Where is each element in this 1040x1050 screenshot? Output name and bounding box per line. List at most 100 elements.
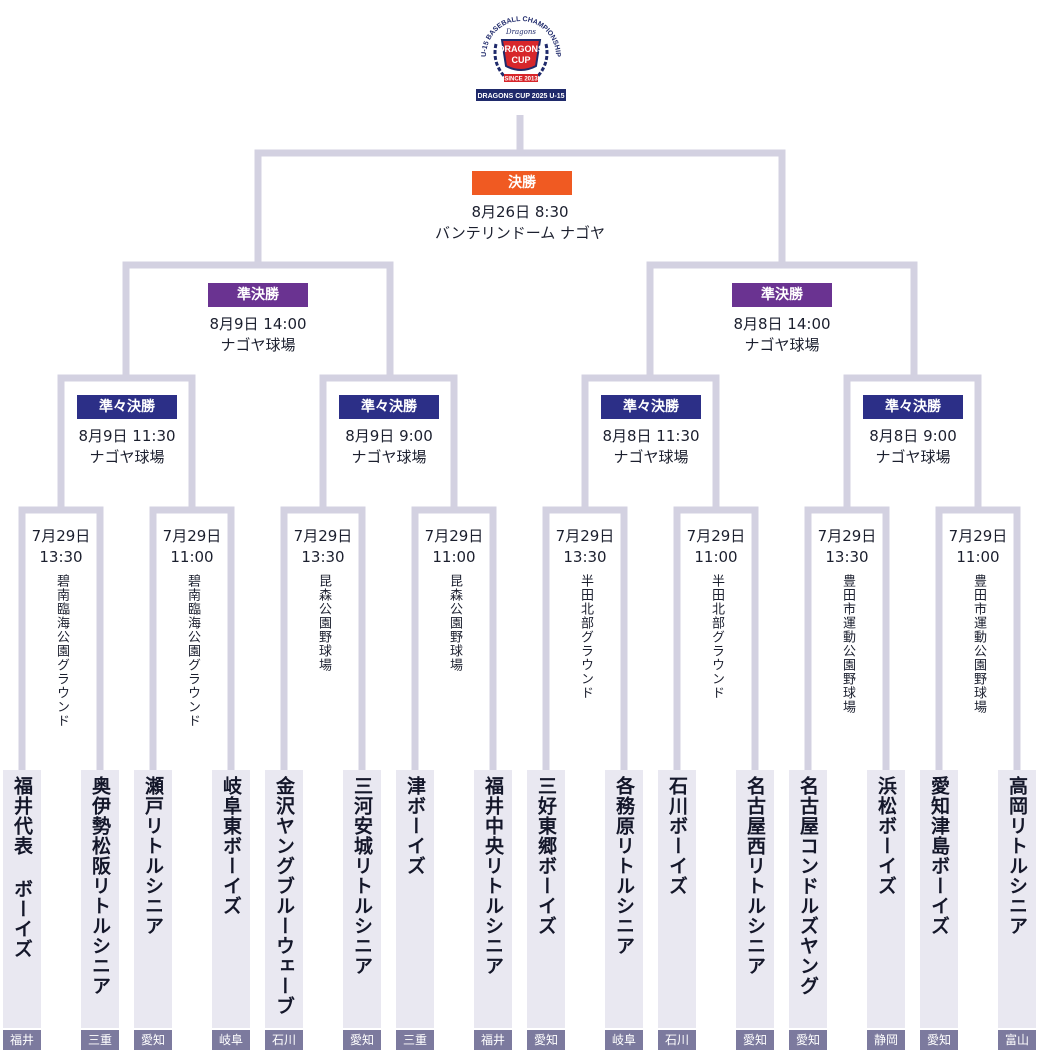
prefecture-tag: 岐阜 — [605, 1030, 643, 1050]
r1-7-datetime: 7月29日 13:30 — [815, 526, 879, 568]
qf-3-label: 準々決勝 — [601, 395, 701, 419]
qf-3-info: 8月8日 11:30 ナゴヤ球場 — [581, 426, 721, 468]
first-round-connectors — [18, 506, 1021, 770]
semi-1-info: 8月9日 14:00 ナゴヤ球場 — [168, 314, 348, 356]
team-name: 名古屋コンドルズヤング — [797, 776, 819, 996]
r1-4-datetime: 7月29日 11:00 — [422, 526, 486, 568]
r1-6-datetime: 7月29日 11:00 — [684, 526, 748, 568]
r1-3-venue: 昆森公園野球場 — [316, 574, 331, 672]
qf-1-date: 8月9日 11:30 — [78, 427, 176, 445]
prefecture-tag: 三重 — [81, 1030, 119, 1050]
qf-4-venue: ナゴヤ球場 — [875, 448, 951, 466]
qf-1-venue: ナゴヤ球場 — [89, 448, 165, 466]
qf-4-connector — [843, 374, 982, 510]
r1-2-datetime: 7月29日 11:00 — [160, 526, 224, 568]
team-name: 名古屋西リトルシニア — [744, 776, 766, 976]
team-column: 岐阜東ボーイズ — [212, 770, 250, 1028]
qf-1-label: 準々決勝 — [77, 395, 177, 419]
r1-6-time: 11:00 — [694, 548, 738, 566]
r1-4-venue: 昆森公園野球場 — [447, 574, 462, 672]
qf-2-connector — [319, 374, 458, 510]
team-column: 福井中央リトルシニア — [474, 770, 512, 1028]
qf-2-venue: ナゴヤ球場 — [351, 448, 427, 466]
qf-1-info: 8月9日 11:30 ナゴヤ球場 — [57, 426, 197, 468]
r1-6-venue: 半田北部グラウンド — [709, 574, 724, 700]
r1-8-datetime: 7月29日 11:00 — [946, 526, 1010, 568]
team-column: 福井代表 ボーイズ — [3, 770, 41, 1028]
qf-1-connector — [57, 374, 196, 510]
dragons-cup-logo: U-15 BASEBALL CHAMPIONSHIP Dragons DRAGO… — [476, 16, 566, 101]
qf-2-date: 8月9日 9:00 — [345, 427, 433, 445]
r1-6-date: 7月29日 — [686, 527, 746, 545]
prefecture-tag: 富山 — [998, 1030, 1036, 1050]
logo-main-2: CUP — [511, 55, 530, 65]
r1-2-time: 11:00 — [170, 548, 214, 566]
prefecture-tag: 愛知 — [343, 1030, 381, 1050]
prefecture-tag: 岐阜 — [212, 1030, 250, 1050]
final-connector — [254, 115, 786, 265]
qf-2-info: 8月9日 9:00 ナゴヤ球場 — [319, 426, 459, 468]
team-name: 瀬戸リトルシニア — [142, 776, 164, 936]
logo-brand: Dragons — [505, 28, 536, 36]
prefecture-tag: 愛知 — [789, 1030, 827, 1050]
r1-1-date: 7月29日 — [31, 527, 91, 545]
r1-7-time: 13:30 — [825, 548, 869, 566]
prefecture-tag: 三重 — [396, 1030, 434, 1050]
r1-5-datetime: 7月29日 13:30 — [553, 526, 617, 568]
team-column: 三好東郷ボーイズ — [527, 770, 565, 1028]
qf-3-venue: ナゴヤ球場 — [613, 448, 689, 466]
team-name: 福井中央リトルシニア — [482, 776, 504, 976]
team-name: 三河安城リトルシニア — [351, 776, 373, 976]
r1-8-venue: 豊田市運動公園野球場 — [971, 574, 986, 714]
team-column: 津ボーイズ — [396, 770, 434, 1028]
team-name: 各務原リトルシニア — [613, 776, 635, 956]
logo-main-1: DRAGONS — [498, 44, 544, 54]
logo-shield — [500, 39, 542, 71]
qf-2-label: 準々決勝 — [339, 395, 439, 419]
semi-2-venue: ナゴヤ球場 — [744, 336, 820, 354]
semi-left-connector — [122, 261, 394, 378]
semi-right-connector — [646, 261, 918, 378]
team-column: 各務原リトルシニア — [605, 770, 643, 1028]
team-column: 愛知津島ボーイズ — [920, 770, 958, 1028]
qf-4-info: 8月8日 9:00 ナゴヤ球場 — [843, 426, 983, 468]
r1-8-time: 11:00 — [956, 548, 1000, 566]
semi-2-label: 準決勝 — [732, 283, 832, 307]
r1-4-date: 7月29日 — [424, 527, 484, 545]
r1-5-time: 13:30 — [563, 548, 607, 566]
team-column: 名古屋コンドルズヤング — [789, 770, 827, 1028]
qf-4-label: 準々決勝 — [863, 395, 963, 419]
semi-2-date: 8月8日 14:00 — [733, 315, 831, 333]
logo-banner: DRAGONS CUP 2025 U-15 — [477, 93, 564, 100]
final-date: 8月26日 8:30 — [471, 203, 569, 221]
final-venue: バンテリンドーム ナゴヤ — [434, 224, 606, 242]
team-name: 福井代表 ボーイズ — [11, 776, 33, 959]
team-column: 瀬戸リトルシニア — [134, 770, 172, 1028]
qf-4-date: 8月8日 9:00 — [869, 427, 957, 445]
r1-3-datetime: 7月29日 13:30 — [291, 526, 355, 568]
team-name: 岐阜東ボーイズ — [220, 776, 242, 916]
semi-1-date: 8月9日 14:00 — [209, 315, 307, 333]
final-label: 決勝 — [472, 171, 572, 195]
r1-3-date: 7月29日 — [293, 527, 353, 545]
qf-3-date: 8月8日 11:30 — [602, 427, 700, 445]
r1-2-date: 7月29日 — [162, 527, 222, 545]
team-column: 奥伊勢松阪リトルシニア — [81, 770, 119, 1028]
r1-1-datetime: 7月29日 13:30 — [29, 526, 93, 568]
prefecture-tag: 石川 — [265, 1030, 303, 1050]
team-name: 愛知津島ボーイズ — [928, 776, 950, 936]
r1-8-date: 7月29日 — [948, 527, 1008, 545]
team-name: 三好東郷ボーイズ — [535, 776, 557, 936]
prefecture-tag: 愛知 — [920, 1030, 958, 1050]
team-column: 高岡リトルシニア — [998, 770, 1036, 1028]
r1-4-time: 11:00 — [432, 548, 476, 566]
prefecture-tag: 石川 — [658, 1030, 696, 1050]
semi-1-venue: ナゴヤ球場 — [220, 336, 296, 354]
logo-since: SINCE 2013 — [504, 77, 538, 83]
prefecture-tag: 静岡 — [867, 1030, 905, 1050]
semi-2-info: 8月8日 14:00 ナゴヤ球場 — [692, 314, 872, 356]
final-info: 8月26日 8:30 バンテリンドーム ナゴヤ — [400, 202, 640, 244]
r1-2-venue: 碧南臨海公園グラウンド — [185, 574, 200, 728]
team-column: 三河安城リトルシニア — [343, 770, 381, 1028]
prefecture-tag: 福井 — [3, 1030, 41, 1050]
